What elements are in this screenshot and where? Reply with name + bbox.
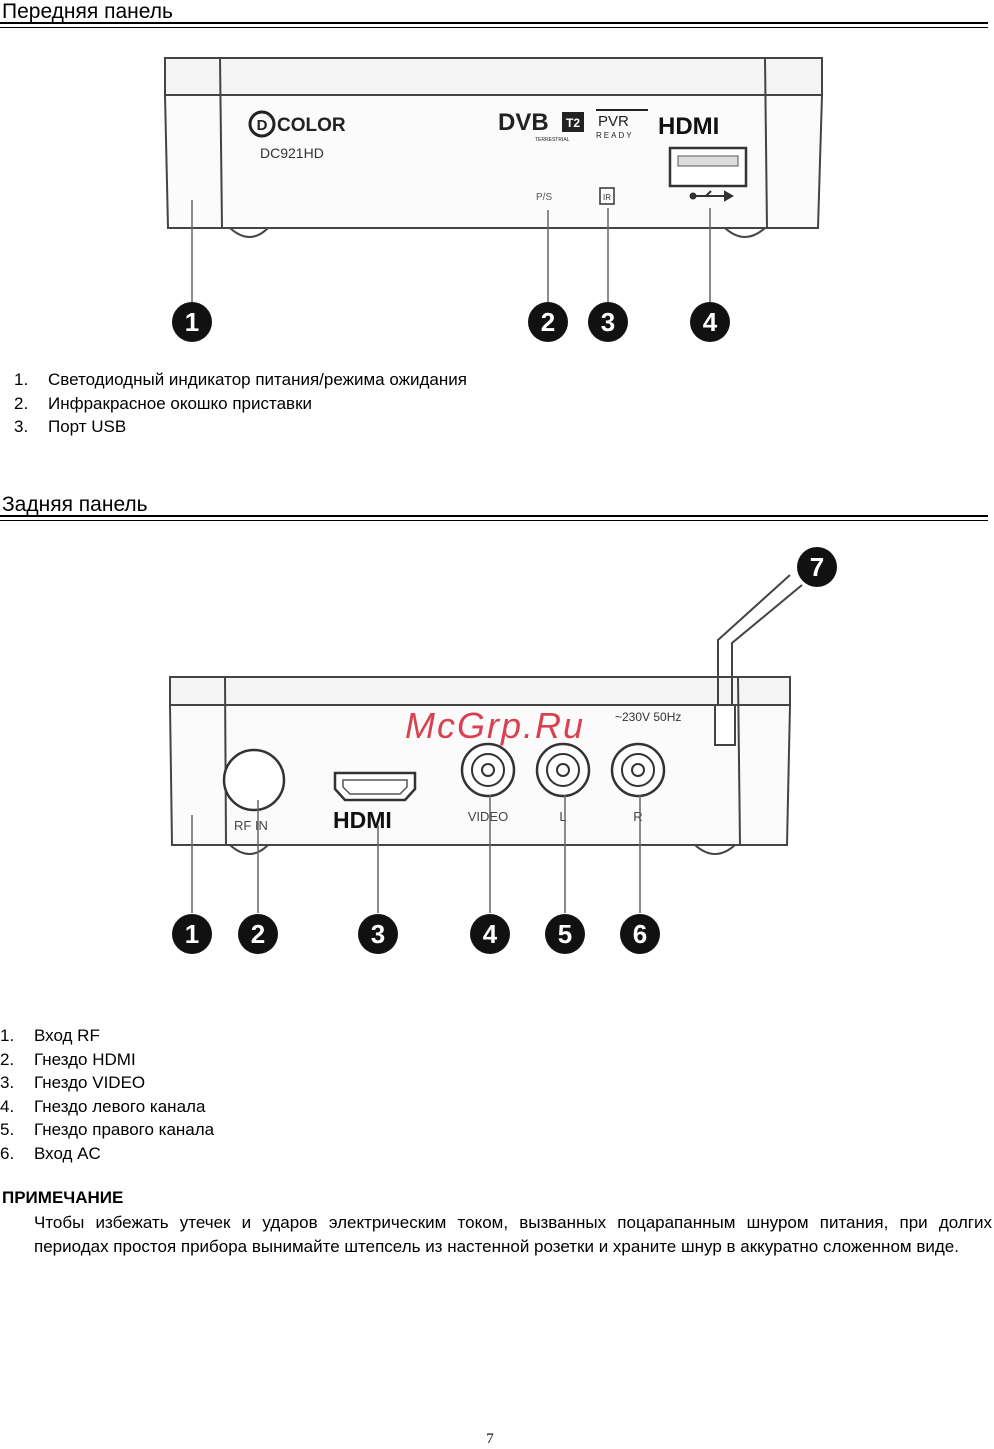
list-item: 6.Вход AC: [0, 1143, 101, 1163]
callout-7: 7: [797, 547, 837, 587]
callout-3: 3: [358, 914, 398, 954]
svg-text:3: 3: [601, 307, 615, 337]
l-label: L: [559, 809, 566, 824]
pvr-ready-logo: PVR READY: [596, 109, 648, 140]
svg-text:COLOR: COLOR: [277, 115, 346, 136]
callout-5: 5: [545, 914, 585, 954]
ir-window-icon: [599, 187, 615, 205]
svg-text:PVR: PVR: [598, 113, 629, 130]
callout-4: 4: [690, 302, 730, 342]
svg-text:T2: T2: [566, 116, 580, 130]
svg-text:4: 4: [483, 919, 498, 949]
list-item: 3.Гнездо VIDEO: [0, 1073, 146, 1092]
list-item: 1.Светодиодный индикатор питания/режима …: [14, 370, 467, 389]
hdmi-logo: HDMI: [658, 113, 719, 140]
svg-text:1: 1: [185, 307, 199, 337]
svg-text:6: 6: [633, 919, 647, 949]
svg-text:4: 4: [703, 307, 718, 337]
hdmi-port-icon: [333, 771, 417, 802]
usb-port-icon: [668, 146, 748, 188]
back-title-rule-thin: [0, 520, 988, 521]
note-body: Чтобы избежать утечек и ударов электриче…: [34, 1213, 992, 1256]
dvb-t2-logo: DVB T2 TERRESTRIAL: [498, 109, 584, 143]
svg-text:7: 7: [810, 552, 824, 582]
list-item: 3.Порт USB: [14, 417, 127, 436]
dcolor-logo: D COLOR: [248, 110, 346, 138]
note-title: ПРИМЕЧАНИЕ: [2, 1188, 124, 1207]
front-panel-title: Передняя панель: [2, 0, 173, 23]
back-panel-list: 1.Вход RF 2.Гнездо HDMI 3.Гнездо VIDEO 4…: [0, 1024, 214, 1165]
svg-text:3: 3: [371, 919, 385, 949]
ps-label: P/S: [536, 192, 552, 203]
callout-1: 1: [172, 914, 212, 954]
power-rating-label: ~230V 50Hz: [615, 710, 681, 724]
back-title-rule: [0, 515, 988, 517]
list-item: 2.Гнездо HDMI: [0, 1049, 136, 1069]
callout-2: 2: [528, 302, 568, 342]
page-number: 7: [486, 1431, 494, 1447]
svg-text:IR: IR: [603, 193, 611, 202]
front-panel-list: 1.Светодиодный индикатор питания/режима …: [14, 368, 467, 439]
callout-6: 6: [620, 914, 660, 954]
svg-text:TERRESTRIAL: TERRESTRIAL: [535, 137, 570, 143]
video-label: VIDEO: [468, 809, 508, 824]
video-jack-icon: [460, 742, 516, 798]
list-item: 4.Гнездо левого канала: [0, 1096, 206, 1116]
right-audio-jack-icon: [610, 742, 666, 798]
front-title-rule: [0, 22, 988, 24]
svg-text:2: 2: [251, 919, 265, 949]
back-panel-title: Задняя панель: [2, 493, 148, 516]
rf-in-port-icon: [222, 748, 286, 812]
callout-3: 3: [588, 302, 628, 342]
back-panel-figure: RF IN HDMI VIDEO L R ~230V 50Hz 1 2 3 4 …: [168, 547, 837, 954]
svg-text:DVB: DVB: [498, 109, 549, 136]
rf-in-label: RF IN: [234, 818, 268, 833]
front-panel-figure: D COLOR DC921HD DVB T2 TERRESTRIAL PVR R…: [163, 57, 824, 342]
usb-symbol-icon: [689, 190, 735, 202]
svg-text:5: 5: [558, 919, 572, 949]
callout-2: 2: [238, 914, 278, 954]
svg-text:D: D: [257, 117, 268, 134]
list-item: 1.Вход RF: [0, 1026, 100, 1045]
svg-text:2: 2: [541, 307, 555, 337]
hdmi-logo: HDMI: [333, 807, 392, 833]
model-label: DC921HD: [260, 145, 324, 161]
callout-1: 1: [172, 302, 212, 342]
callout-4: 4: [470, 914, 510, 954]
front-title-rule-thin: [0, 27, 988, 28]
svg-text:READY: READY: [596, 131, 634, 140]
svg-text:1: 1: [185, 919, 199, 949]
r-label: R: [633, 809, 642, 824]
watermark: McGrp.Ru: [405, 705, 585, 746]
list-item: 2.Инфракрасное окошко приставки: [14, 393, 313, 413]
list-item: 5.Гнездо правого канала: [0, 1120, 215, 1139]
left-audio-jack-icon: [535, 742, 591, 798]
